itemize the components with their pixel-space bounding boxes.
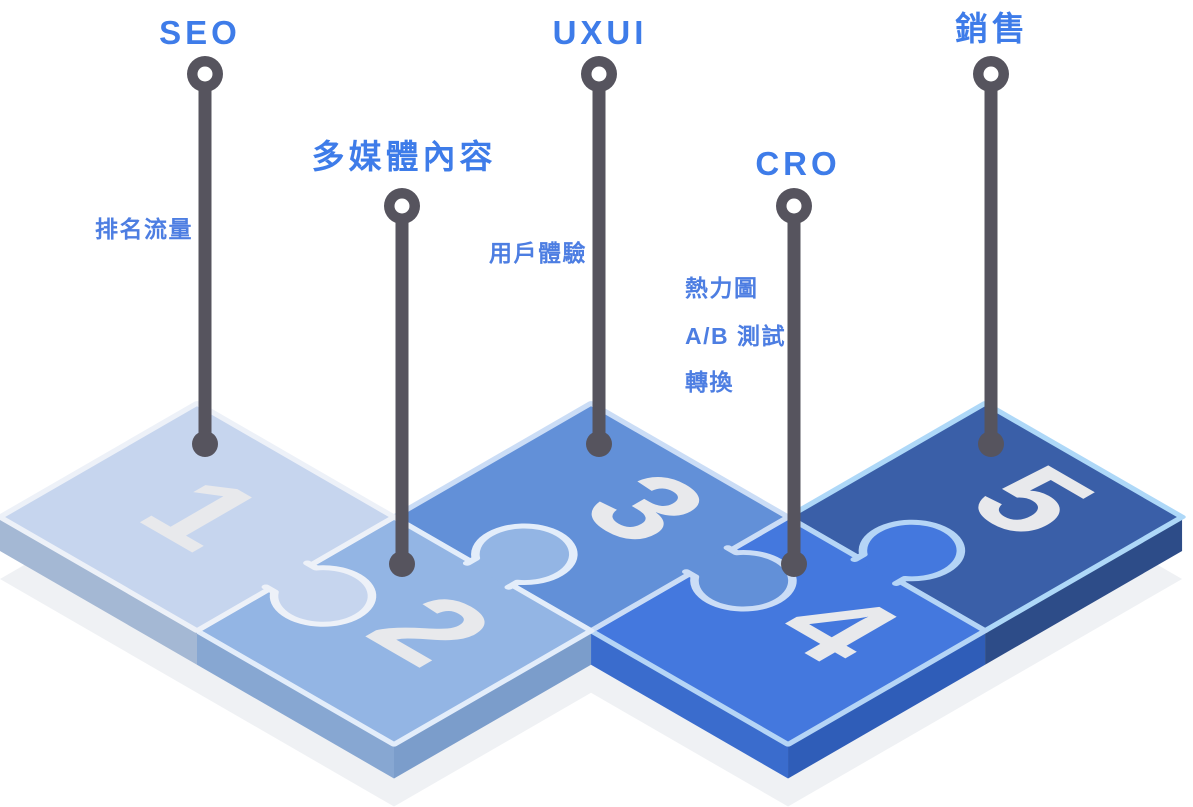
tag-seo-traffic: 排名流量: [95, 216, 193, 242]
label-step4-title: CRO: [755, 145, 841, 182]
piece-1-edge-highlight: [0, 401, 398, 633]
pin-5-ring-hole: [983, 66, 999, 82]
location-pins: [187, 56, 1009, 577]
piece-1-knob: [261, 560, 377, 627]
piece-4-side-face-left: [591, 630, 789, 779]
label-step3-title: UXUI: [552, 14, 648, 51]
pin-3-ring-hole: [591, 66, 607, 82]
label-step1-title: SEO: [159, 14, 241, 51]
pin-4-base-dot: [781, 551, 807, 577]
tag-ab-testing: A/B 測試: [685, 323, 786, 349]
tag-conversion: 轉換: [685, 369, 734, 395]
piece-4-side-face-right: [788, 630, 986, 779]
pin-3: [581, 56, 617, 457]
piece-1-side-face-left: [0, 517, 197, 665]
pin-2-line: [395, 206, 409, 564]
pin-4: [776, 188, 812, 577]
pin-1-line: [198, 73, 212, 444]
pin-5-line: [984, 74, 998, 444]
pin-2-base-dot: [389, 551, 415, 577]
pin-1-ring-hole: [197, 66, 213, 82]
label-step2-title: 多媒體內容: [311, 138, 497, 175]
pin-1: [187, 56, 223, 457]
pin-3-line: [592, 74, 606, 444]
piece-4-knob: [850, 519, 966, 586]
label-step5-title: 銷售: [955, 10, 1029, 47]
piece-3-knob: [682, 545, 797, 612]
pin-2-ring-hole: [394, 198, 410, 214]
puzzle-piece-1: 1: [0, 401, 398, 665]
pin-5-base-dot: [978, 431, 1004, 457]
pin-4-ring-hole: [786, 198, 802, 214]
puzzle-piece-4: 4: [587, 514, 989, 779]
tag-user-experience: 用戶體驗: [489, 240, 587, 266]
pin-5: [973, 56, 1009, 457]
pin-2: [384, 188, 420, 577]
tag-heatmap: 熱力圖: [685, 275, 759, 301]
piece-2-side-face-right: [394, 630, 592, 779]
pin-1-base-dot: [192, 431, 218, 457]
piece-2-knob: [462, 523, 578, 590]
piece-2-side-face-left: [197, 630, 395, 779]
pin-3-base-dot: [586, 431, 612, 457]
piece-5-side-face: [985, 517, 1183, 665]
pin-4-line: [787, 206, 801, 564]
